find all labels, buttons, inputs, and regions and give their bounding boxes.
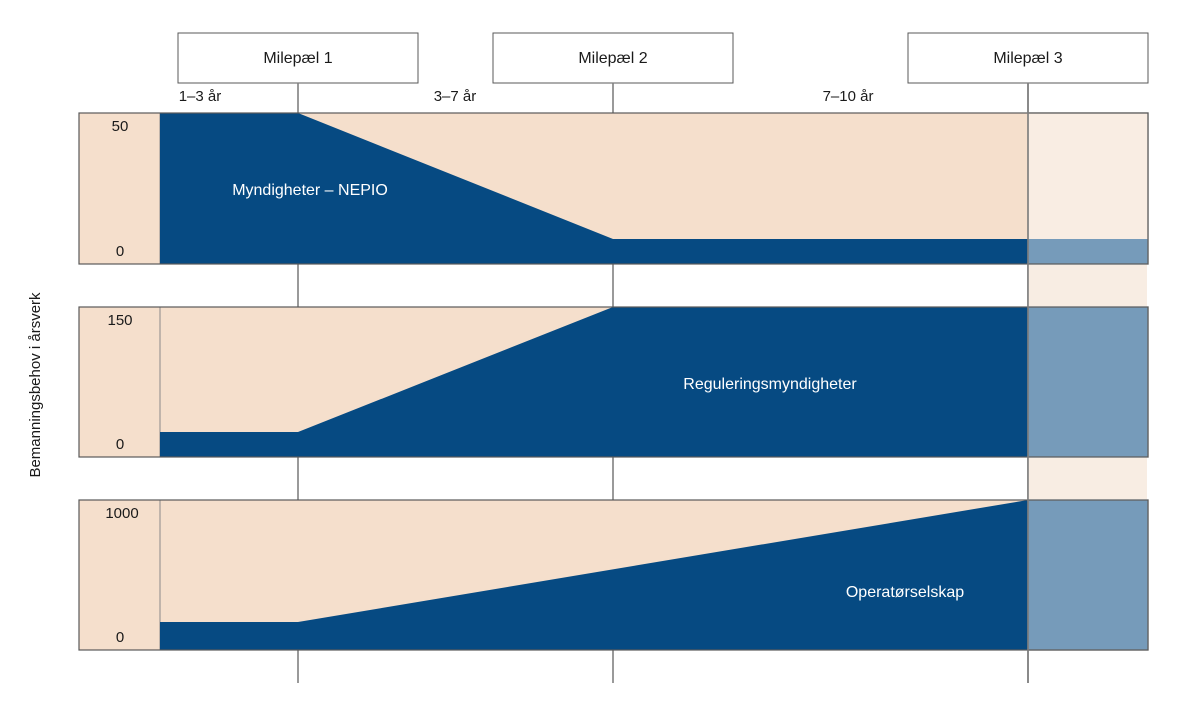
milestone-box-3-label: Milepæl 3: [993, 50, 1062, 67]
overlay-gap-1-fill: [1028, 265, 1147, 306]
milestone-box-2-label: Milepæl 2: [578, 50, 647, 67]
overlay-band-nepio: [1028, 113, 1148, 264]
beyond-milestone-3-overlay: [1027, 83, 1149, 683]
band-operatorselskap: 1000 0 Operatørselskap: [78, 499, 1149, 651]
band-operator-area: [160, 500, 1148, 650]
band-regulering-ymin-tick: 0: [116, 436, 124, 453]
phase-label-2: 3–7 år: [434, 88, 477, 105]
band-reguleringsmyndigheter: 150 0 Reguleringsmyndigheter: [78, 306, 1149, 458]
band-nepio-area: [160, 113, 1148, 264]
band-nepio: 50 0 Myndigheter – NEPIO: [78, 112, 1149, 265]
overlay-band-regulering: [1028, 307, 1148, 457]
y-axis-title: Bemanningsbehov i årsverk: [27, 292, 44, 478]
milestone-boxes: Milepæl 1 Milepæl 2 Milepæl 3: [177, 32, 1149, 84]
phase-label-3: 7–10 år: [823, 88, 874, 105]
y-axis-title-group: Bemanningsbehov i årsverk: [27, 292, 44, 478]
phase-label-1: 1–3 år: [179, 88, 222, 105]
band-nepio-ymin-tick: 0: [116, 243, 124, 260]
band-regulering-label: Reguleringsmyndigheter: [683, 376, 857, 393]
milestone-box-3-rect: [907, 32, 1149, 84]
band-operator-ymin-tick: 0: [116, 629, 124, 646]
band-nepio-ymax-tick: 50: [112, 118, 129, 135]
milestone-box-1-label: Milepæl 1: [263, 50, 332, 67]
milestone-box-2-rect: [492, 32, 734, 84]
band-regulering-area: [160, 307, 1148, 457]
milestone-box-2[interactable]: Milepæl 2: [492, 32, 734, 84]
band-nepio-tick-gutter: [79, 113, 160, 264]
overlay-band-operator: [1028, 500, 1148, 650]
band-nepio-label: Myndigheter – NEPIO: [232, 182, 388, 199]
milestone-box-1-rect: [177, 32, 419, 84]
band-operator-ymax-tick: 1000: [105, 505, 138, 522]
band-regulering-ymax-tick: 150: [107, 312, 132, 329]
milestone-box-1[interactable]: Milepæl 1: [177, 32, 419, 84]
band-operator-label: Operatørselskap: [846, 584, 964, 601]
phase-labels: 1–3 år 3–7 år 7–10 år: [179, 88, 874, 105]
milestone-box-3[interactable]: Milepæl 3: [907, 32, 1149, 84]
overlay-gap-2-fill: [1028, 458, 1147, 499]
